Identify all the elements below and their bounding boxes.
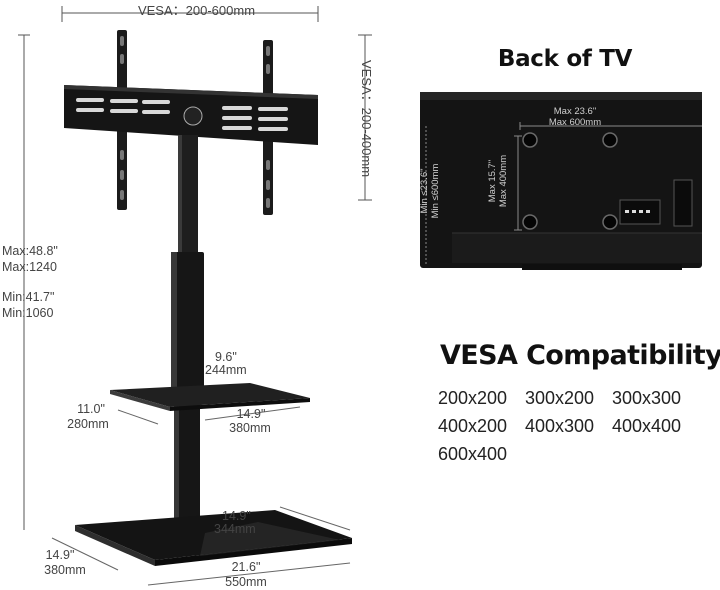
shelf-width-mm: 380mm xyxy=(229,421,271,435)
vesa-height-label: VESA：200-400mm xyxy=(359,60,374,178)
mounting-plate xyxy=(64,85,318,145)
vesa-size: 400x400 xyxy=(612,416,682,436)
vesa-size: 400x300 xyxy=(525,416,595,436)
shelf-dimension-lines xyxy=(117,406,301,425)
glass-shelf xyxy=(110,383,310,411)
shelf-height-mm: 244mm xyxy=(205,363,247,377)
glass-base xyxy=(75,510,352,566)
shelf-width-inch: 14.9" xyxy=(236,407,266,421)
vesa-top-dimension-line xyxy=(61,6,319,22)
shelf-depth-inch: 11.0" xyxy=(77,402,105,416)
base-depth-mm: 380mm xyxy=(44,563,86,577)
vesa-size: 300x300 xyxy=(612,388,682,408)
vesa-width-label: VESA：200-600mm xyxy=(137,3,256,18)
stand-column xyxy=(171,135,204,525)
min-height-inch: Min:41.7" xyxy=(2,290,55,304)
shelf-height-inch: 9.6" xyxy=(215,350,237,364)
max-height-inch: Max:48.8" xyxy=(2,244,58,258)
tv-horizontal-mm: Max 600mm xyxy=(548,117,602,128)
tv-back-illustration xyxy=(420,92,702,270)
tv-side-mm: Min ≤600mm xyxy=(430,163,441,219)
height-dimension-line xyxy=(18,34,30,530)
tv-horizontal-inch: Max 23.6" xyxy=(553,106,597,117)
tv-vertical-inch: Max 15.7" xyxy=(487,159,498,203)
base-dimension-lines xyxy=(51,506,351,586)
base-front-inch: 14.9" xyxy=(222,509,251,523)
min-height-mm: Min:1060 xyxy=(2,306,54,320)
base-width-mm: 550mm xyxy=(225,575,267,589)
back-of-tv-title: Back of TV xyxy=(497,46,633,72)
tv-stand-illustration xyxy=(18,6,372,586)
vesa-size: 300x200 xyxy=(525,388,595,408)
vesa-size: 600x400 xyxy=(438,444,508,464)
base-width-inch: 21.6" xyxy=(231,560,261,574)
vesa-right-dimension-line xyxy=(358,34,372,201)
base-front-mm: 344mm xyxy=(214,522,256,536)
vesa-compatibility-title: VESA Compatibility xyxy=(440,340,720,371)
base-depth-inch: 14.9" xyxy=(45,548,75,562)
vesa-size: 400x200 xyxy=(438,416,508,436)
max-height-mm: Max:1240 xyxy=(2,260,57,274)
tv-side-inch: Min ≤23.6" xyxy=(419,168,430,214)
shelf-depth-mm: 280mm xyxy=(67,417,109,431)
tv-vertical-mm: Max 400mm xyxy=(498,154,509,208)
vesa-size: 200x200 xyxy=(438,388,508,408)
